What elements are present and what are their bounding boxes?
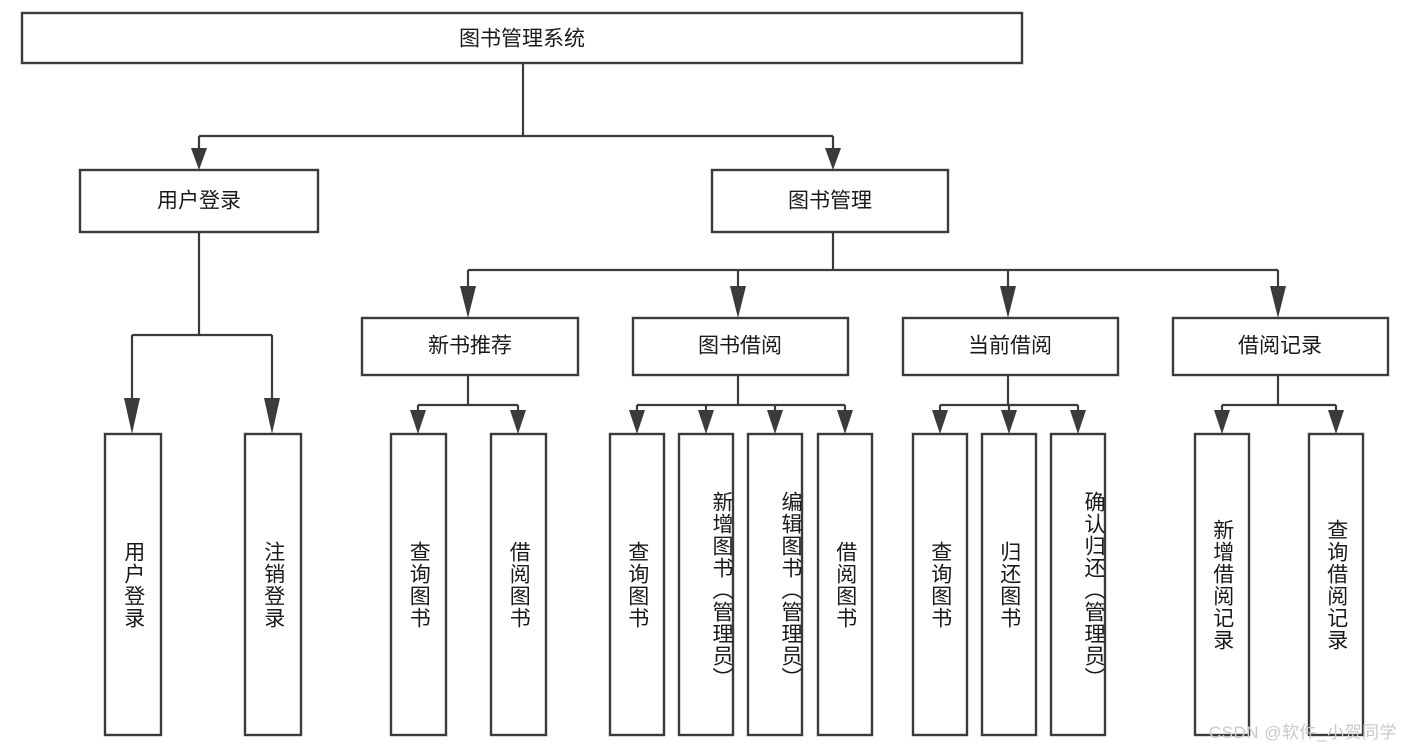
node-borrow-record-box[interactable]: [1171, 316, 1390, 377]
node-leaf-return-book-box[interactable]: [980, 432, 1038, 737]
node-leaf-query-book-1-box[interactable]: [389, 432, 448, 737]
arrow-head-borrow-record: [1270, 286, 1286, 318]
arrow-head-leaf-user-login: [124, 398, 140, 434]
arrow-head-leaf-edit-book: [767, 410, 783, 434]
node-leaf-query-book-2-box[interactable]: [608, 432, 666, 737]
arrow-head-leaf-return-book: [1001, 410, 1017, 434]
node-root[interactable]: 图书管理系统: [20, 11, 1024, 65]
node-new-book-recommend-label: 新书推荐: [428, 335, 512, 358]
node-leaf-confirm-return-box[interactable]: [1049, 432, 1107, 737]
node-user-login-label: 用户登录: [157, 190, 241, 213]
arrow-head-leaf-query-book-1: [410, 410, 426, 434]
arrow-head-book-borrow: [730, 286, 746, 318]
node-leaf-borrow-book-2-box[interactable]: [816, 432, 874, 737]
arrow-head-leaf-add-record: [1214, 410, 1230, 434]
arrow-head-user-login: [191, 148, 207, 170]
node-borrow-record-label: 借阅记录: [1238, 335, 1322, 358]
node-book-manage-label: 图书管理: [788, 190, 872, 213]
node-book-manage[interactable]: 图书管理: [710, 168, 950, 234]
arrow-head-leaf-borrow-book-1: [510, 410, 526, 434]
node-current-borrow-label: 当前借阅: [968, 335, 1052, 358]
arrow-head-leaf-query-book-2: [629, 410, 645, 434]
arrow-head-leaf-borrow-book-2: [837, 410, 853, 434]
connector-layer: [124, 63, 1344, 434]
arrow-head-leaf-query-book-3: [932, 410, 948, 434]
node-leaf-borrow-book-1-box[interactable]: [489, 432, 548, 737]
node-leaf-add-record-box[interactable]: [1193, 432, 1251, 737]
node-root-label: 图书管理系统: [459, 28, 585, 51]
node-root-box[interactable]: [20, 11, 1024, 65]
arrow-head-leaf-confirm-return: [1070, 410, 1086, 434]
node-current-borrow[interactable]: 当前借阅: [901, 316, 1120, 377]
node-book-borrow-box[interactable]: [631, 316, 850, 377]
arrow-head-current-borrow: [1000, 286, 1016, 318]
node-new-book-recommend-box[interactable]: [360, 316, 580, 377]
node-new-book-recommend[interactable]: 新书推荐: [360, 316, 580, 377]
arrow-head-book-manage: [825, 148, 841, 170]
node-book-borrow-label: 图书借阅: [698, 335, 782, 358]
node-book-manage-box[interactable]: [710, 168, 950, 234]
node-leaf-query-record-box[interactable]: [1307, 432, 1365, 737]
node-leaf-query-book-3-box[interactable]: [911, 432, 969, 737]
node-leaf-logout-login-box[interactable]: [243, 432, 303, 737]
node-user-login[interactable]: 用户登录: [78, 168, 320, 234]
node-leaf-edit-book-box[interactable]: [746, 432, 804, 737]
node-borrow-record[interactable]: 借阅记录: [1171, 316, 1390, 377]
node-current-borrow-box[interactable]: [901, 316, 1120, 377]
arrow-head-leaf-logout-login: [264, 398, 280, 434]
node-book-borrow[interactable]: 图书借阅: [631, 316, 850, 377]
csdn-watermark: CSDN @软件_小贺同学: [1208, 723, 1397, 742]
node-leaf-user-login-box[interactable]: [103, 432, 163, 737]
node-user-login-box[interactable]: [78, 168, 320, 234]
arrow-head-new-book-recommend: [460, 286, 476, 318]
arrow-head-leaf-add-book: [698, 410, 714, 434]
node-leaf-add-book-box[interactable]: [677, 432, 735, 737]
arrow-head-leaf-query-record: [1328, 410, 1344, 434]
